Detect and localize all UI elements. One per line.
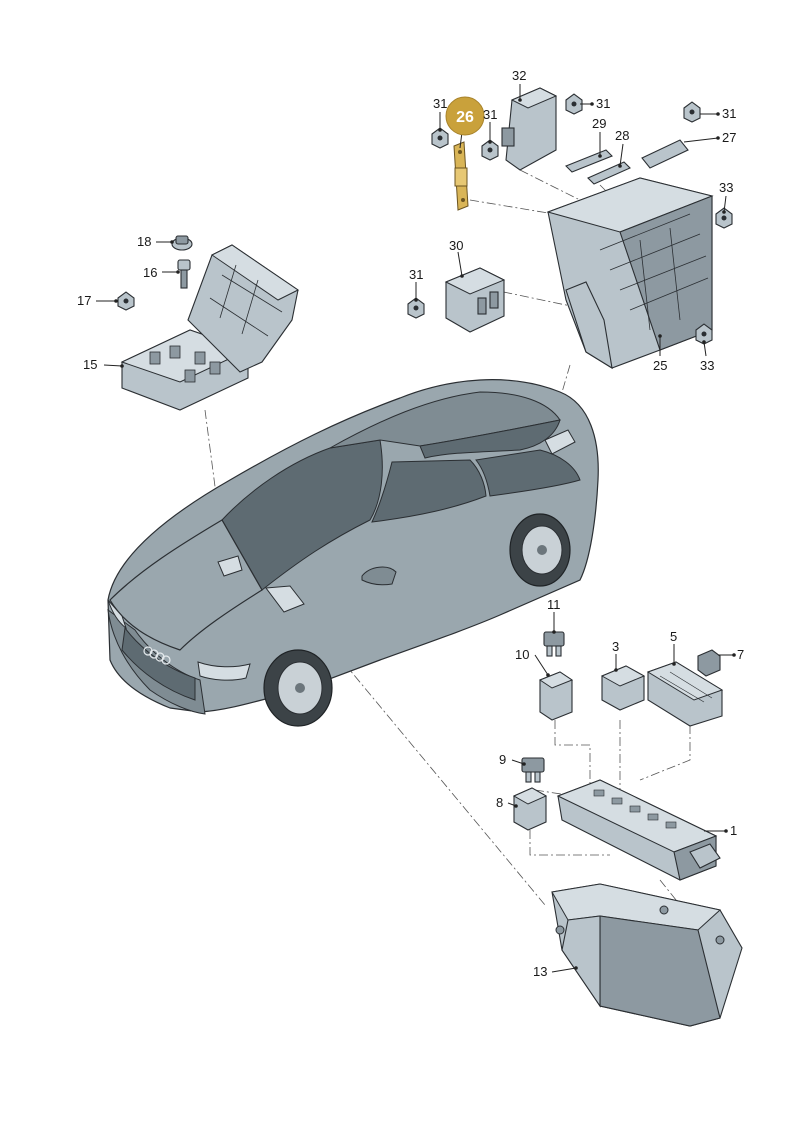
label-33-b: 33 [700,358,714,373]
part-30-relay [444,267,506,333]
label-3: 3 [612,639,619,654]
label-13: 13 [533,964,547,979]
part-27-connector [641,139,689,169]
part-8-holder [512,787,548,831]
part-31-nut-d [683,101,701,123]
car-windshield [221,439,383,591]
label-31-c: 31 [596,96,610,111]
part-7-fuse [697,649,721,677]
part-3-relay [600,665,646,711]
label-31-a: 31 [433,96,447,111]
part-1-fuse-box [556,779,721,881]
highlight-badge-label: 26 [456,109,474,126]
label-8: 8 [496,795,503,810]
car-grille [121,626,196,701]
label-16: 16 [143,265,157,280]
label-32: 32 [512,68,526,83]
part-28-strip [587,161,631,185]
part-13-tray [551,883,743,1027]
label-10: 10 [515,647,529,662]
part-29-strip [565,149,613,173]
car-logo [143,646,171,665]
label-31-e: 31 [409,267,423,282]
engine-bay-fuse-location [217,555,243,577]
dash-fuse-location [265,585,305,613]
car-headlight-left [107,599,127,630]
label-29: 29 [592,116,606,131]
part-9-fuse [521,757,545,783]
fuse-box-cover-assembly [117,235,299,411]
highlight-badge[interactable] [445,96,485,136]
front-fuse-assembly [512,631,743,1027]
car-rear-wheel [509,513,571,587]
car-rear-side-window [475,449,581,497]
label-11: 11 [547,597,561,612]
part-31-nut-c [565,93,583,115]
part-26-strip-fuse [453,141,469,211]
label-25: 25 [653,358,667,373]
part-18-cap [171,235,193,251]
rear-fuse-location [544,429,576,455]
label-30: 30 [449,238,463,253]
car-front-wheel [263,649,333,727]
part-10-holder [538,671,574,721]
part-16-bolt [177,259,191,289]
car-side-mirror [361,566,397,586]
part-17-nut [117,291,135,311]
car-illustration [107,379,599,727]
part-5-relay-block [646,661,724,727]
label-27: 27 [722,130,736,145]
label-31-b: 31 [483,107,497,122]
part-15-terminals [149,345,221,383]
part-33-nut-b [695,323,713,345]
callout-26-highlight[interactable]: 26 [445,96,485,149]
car-headlight-right [197,661,251,681]
label-9: 9 [499,752,506,767]
label-33-a: 33 [719,180,733,195]
label-7: 7 [737,647,744,662]
car-body [107,379,599,713]
label-5: 5 [670,629,677,644]
label-28: 28 [615,128,629,143]
label-1: 1 [730,823,737,838]
part-11-fuse [543,631,565,657]
car-rear-window [419,419,561,459]
callouts: 26 31 31 32 31 29 28 31 27 33 30 31 [77,68,744,979]
label-15: 15 [83,357,97,372]
car-hood [109,519,263,651]
car-side-window [371,459,487,523]
part-25-fuse-holder [546,177,714,370]
label-17: 17 [77,293,91,308]
part-32-control-unit [501,87,558,171]
label-31-d: 31 [722,106,736,121]
label-18: 18 [137,234,151,249]
part-31-nut-a [431,127,449,149]
